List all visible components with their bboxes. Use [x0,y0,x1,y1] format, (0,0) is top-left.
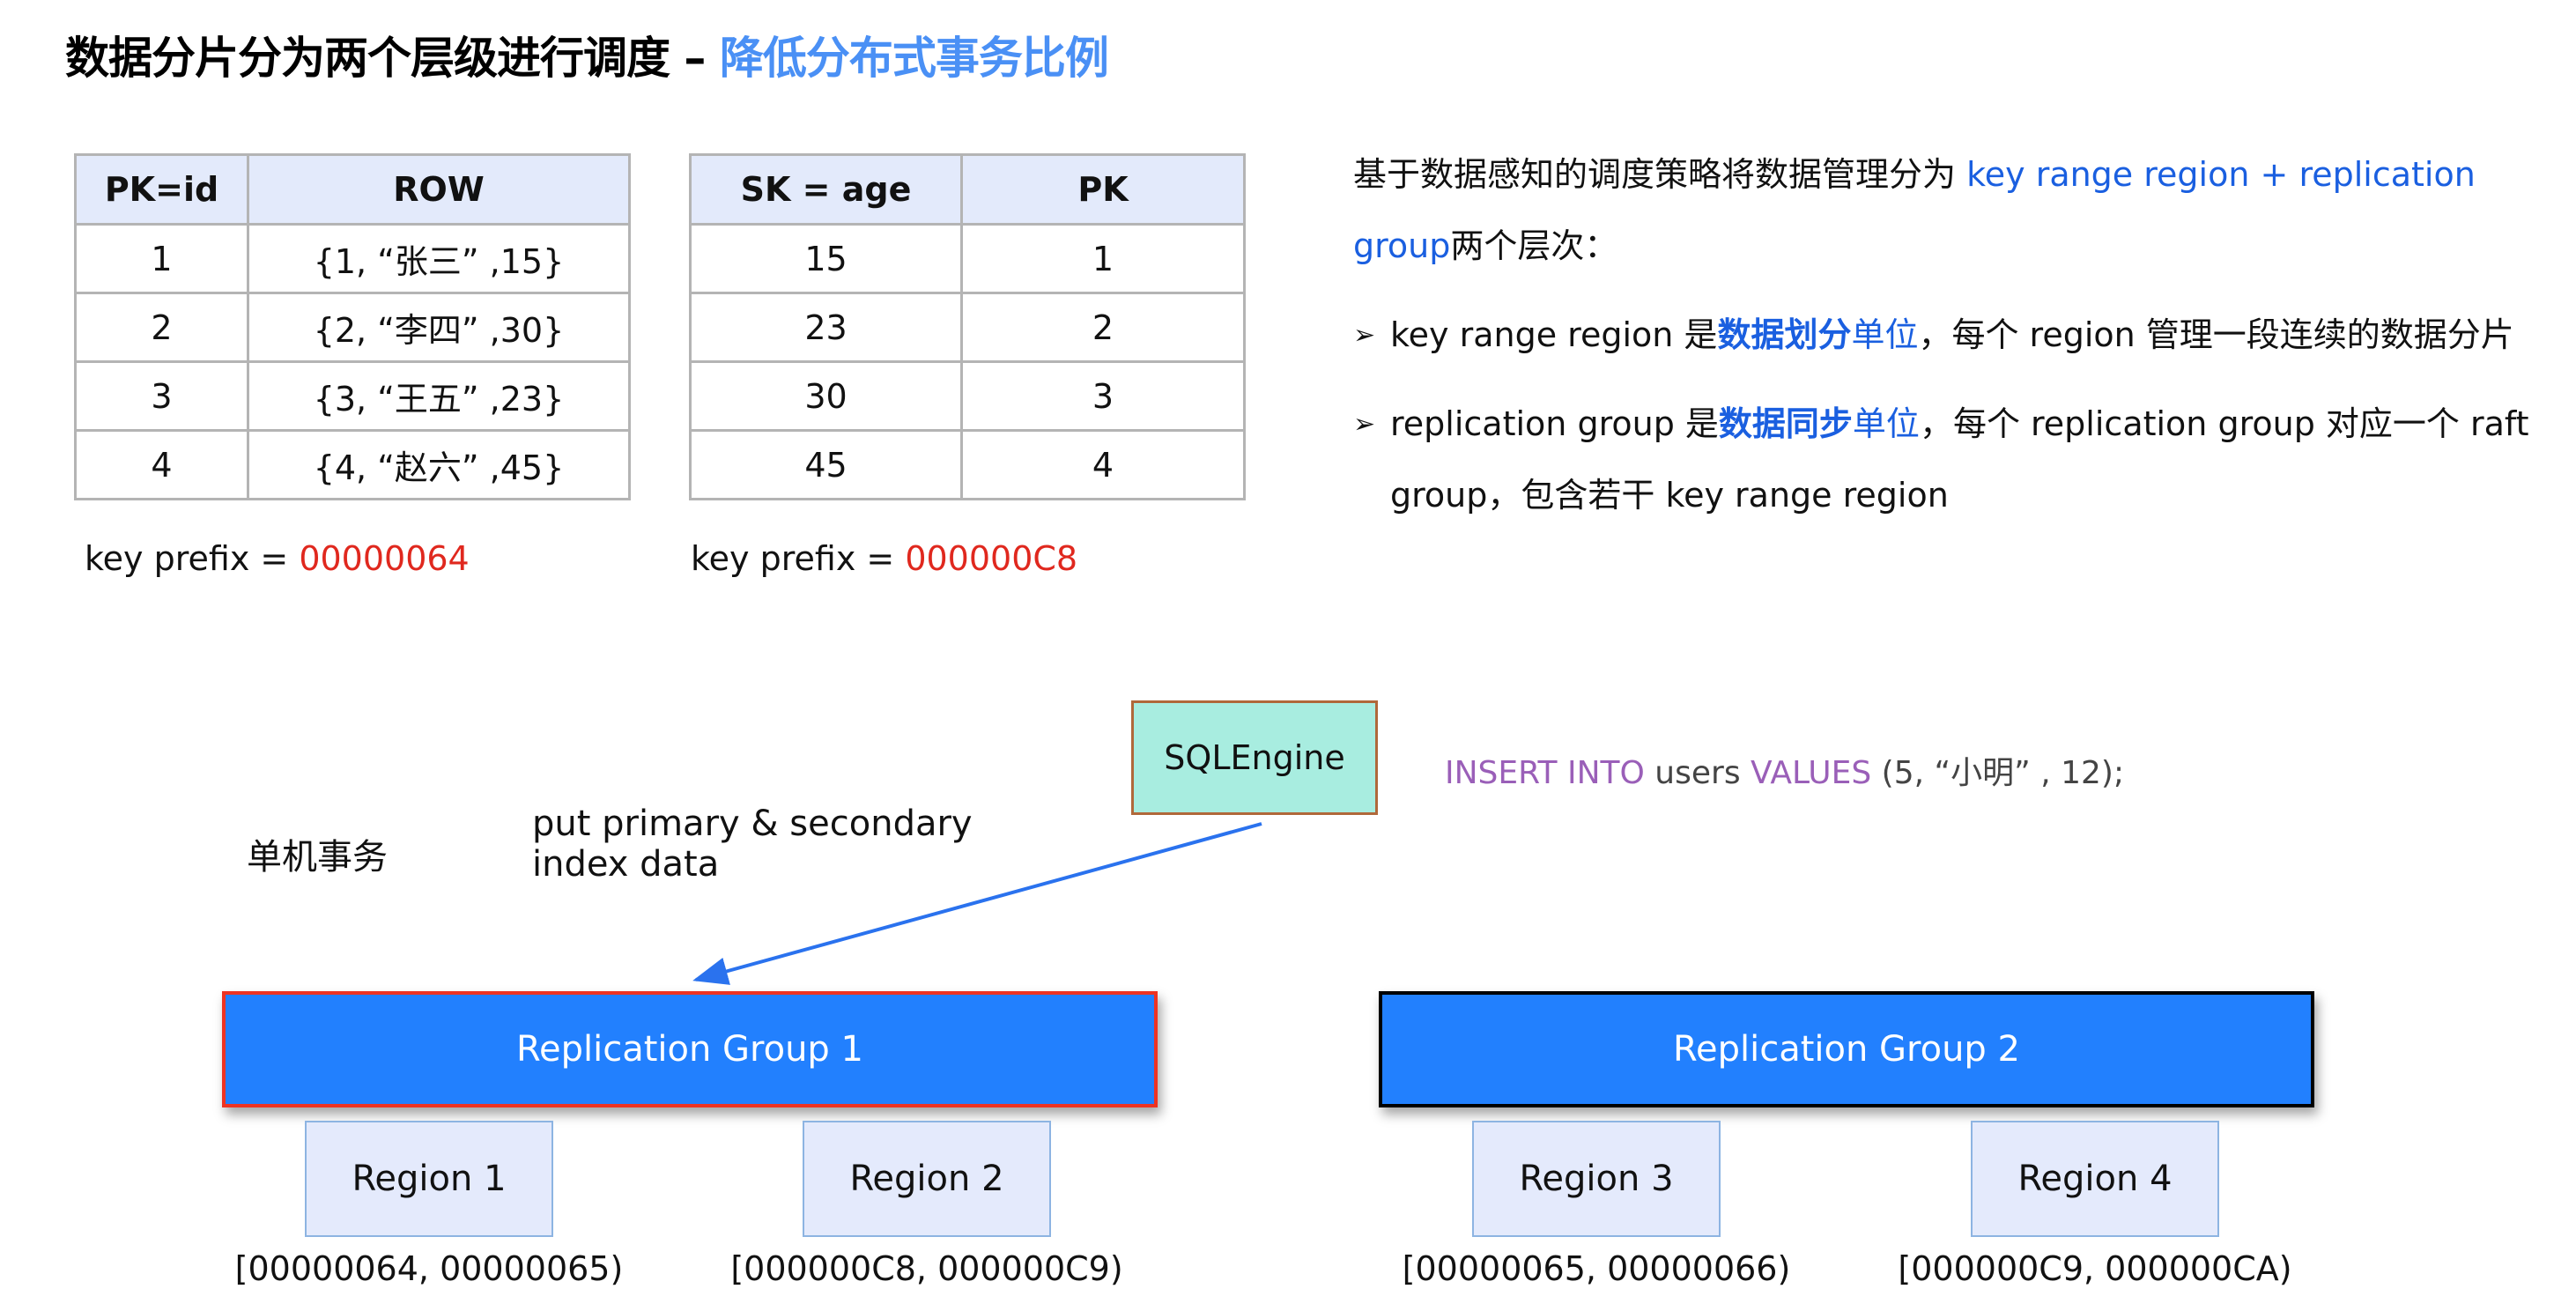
table-cell: 2 [960,292,1246,363]
sql-table-name: users [1644,755,1751,791]
table-row: 1 {1, “张三” ,15} [74,223,631,294]
table-cell: 30 [689,360,963,432]
region-1: Region 1 [305,1121,553,1237]
prefix-value: 000000C8 [905,539,1078,578]
put-label-line-2: index data [532,844,720,885]
primary-key-table: PK=id ROW 1 {1, “张三” ,15} 2 {2, “李四” ,30… [74,153,631,500]
bullet-rest: ，每个 region 管理一段连续的数据分片 [1918,315,2514,354]
description-intro: 基于数据感知的调度策略将数据管理分为 key range region + re… [1353,139,2569,282]
local-transaction-label: 单机事务 [247,837,388,878]
prefix-label: key prefix = [691,539,906,578]
table-row: 4 {4, “赵六” ,45} [74,429,631,500]
prefix-value: 00000064 [299,539,470,578]
replication-group-label: Replication Group 1 [515,1029,863,1070]
table-row: 15 1 [689,223,1246,294]
table-row: 2 {2, “李四” ,30} [74,292,631,363]
region-3: Region 3 [1472,1121,1721,1237]
column-header-pk: PK=id [74,153,249,226]
table-cell: 4 [74,429,249,500]
table-cell: 2 [74,292,249,363]
intro-suffix: 两个层次： [1450,226,1618,265]
region-label: Region 2 [849,1159,1004,1199]
table-row: 23 2 [689,292,1246,363]
put-label-line-1: put primary & secondary [532,804,973,844]
bullet-highlight: 单位 [1852,404,1920,443]
replication-group-2: Replication Group 2 [1379,991,2314,1107]
arrowhead-bullet-icon: ➢ [1353,409,1376,440]
bullet-rest: ，每个 replication group 对应一个 raft group，包含… [1390,404,2529,515]
region-label: Region 3 [1519,1159,1674,1199]
secondary-index-table: SK = age PK 15 1 23 2 30 3 45 4 [689,153,1246,500]
region-label: Region 4 [2017,1159,2173,1199]
sql-statement: INSERT INTO users VALUES (5, “小明” , 12); [1445,747,2124,793]
title-main: 数据分片分为两个层级进行调度 – [65,33,720,84]
prefix-label: key prefix = [85,539,300,578]
intro-highlight: key range region + replication group [1353,155,2476,265]
bullet-lead: key range region 是 [1390,315,1718,354]
column-header-pk: PK [960,153,1246,226]
replication-group-1: Replication Group 1 [222,991,1158,1107]
table-cell: 15 [689,223,963,294]
region-4: Region 4 [1971,1121,2219,1237]
bullet-item: ➢ key range region 是数据划分单位，每个 region 管理一段… [1353,300,2569,371]
table-cell: 45 [689,429,963,500]
table-cell: {4, “赵六” ,45} [247,429,631,500]
table-cell: {1, “张三” ,15} [247,223,631,294]
sql-engine-label: SQLEngine [1164,738,1345,777]
primary-key-prefix: key prefix = 00000064 [85,539,470,578]
table-header-row: PK=id ROW [74,153,631,226]
table-cell: 23 [689,292,963,363]
column-header-sk: SK = age [689,153,963,226]
column-header-row: ROW [247,153,631,226]
description-panel: 基于数据感知的调度策略将数据管理分为 key range region + re… [1353,139,2569,531]
table-cell: 1 [74,223,249,294]
sql-values: (5, “小明” , 12); [1871,755,2125,791]
region-label: Region 1 [352,1159,507,1199]
arrowhead-bullet-icon: ➢ [1353,320,1376,351]
table-cell: 1 [960,223,1246,294]
intro-text: 基于数据感知的调度策略将数据管理分为 [1353,155,1967,194]
title-accent: 降低分布式事务比例 [719,33,1109,84]
region-1-key-range: [00000064, 00000065) [234,1249,624,1288]
sql-keyword-insert: INSERT INTO [1445,755,1645,791]
table-row: 30 3 [689,360,1246,432]
table-header-row: SK = age PK [689,153,1246,226]
region-2: Region 2 [803,1121,1051,1237]
table-cell: {3, “王五” ,23} [247,360,631,432]
table-cell: {2, “李四” ,30} [247,292,631,363]
table-row: 45 4 [689,429,1246,500]
region-3-key-range: [00000065, 00000066) [1402,1249,1791,1288]
bullet-bold-highlight: 数据同步 [1718,404,1853,443]
region-4-key-range: [000000C9, 000000CA) [1898,1249,2292,1288]
secondary-key-prefix: key prefix = 000000C8 [691,539,1077,578]
table-cell: 3 [960,360,1246,432]
sql-keyword-values: VALUES [1751,755,1872,791]
bullet-item: ➢ replication group 是数据同步单位，每个 replicatio… [1353,389,2569,531]
replication-group-label: Replication Group 2 [1672,1029,2020,1070]
region-2-key-range: [000000C8, 000000C9) [730,1249,1123,1288]
bullet-lead: replication group 是 [1390,404,1719,443]
table-cell: 3 [74,360,249,432]
table-cell: 4 [960,429,1246,500]
sql-engine-node: SQLEngine [1131,700,1378,815]
bullet-highlight: 单位 [1851,315,1919,354]
page-title: 数据分片分为两个层级进行调度 – 降低分布式事务比例 [65,23,1109,86]
bullet-bold-highlight: 数据划分 [1717,315,1852,354]
table-row: 3 {3, “王五” ,23} [74,360,631,432]
